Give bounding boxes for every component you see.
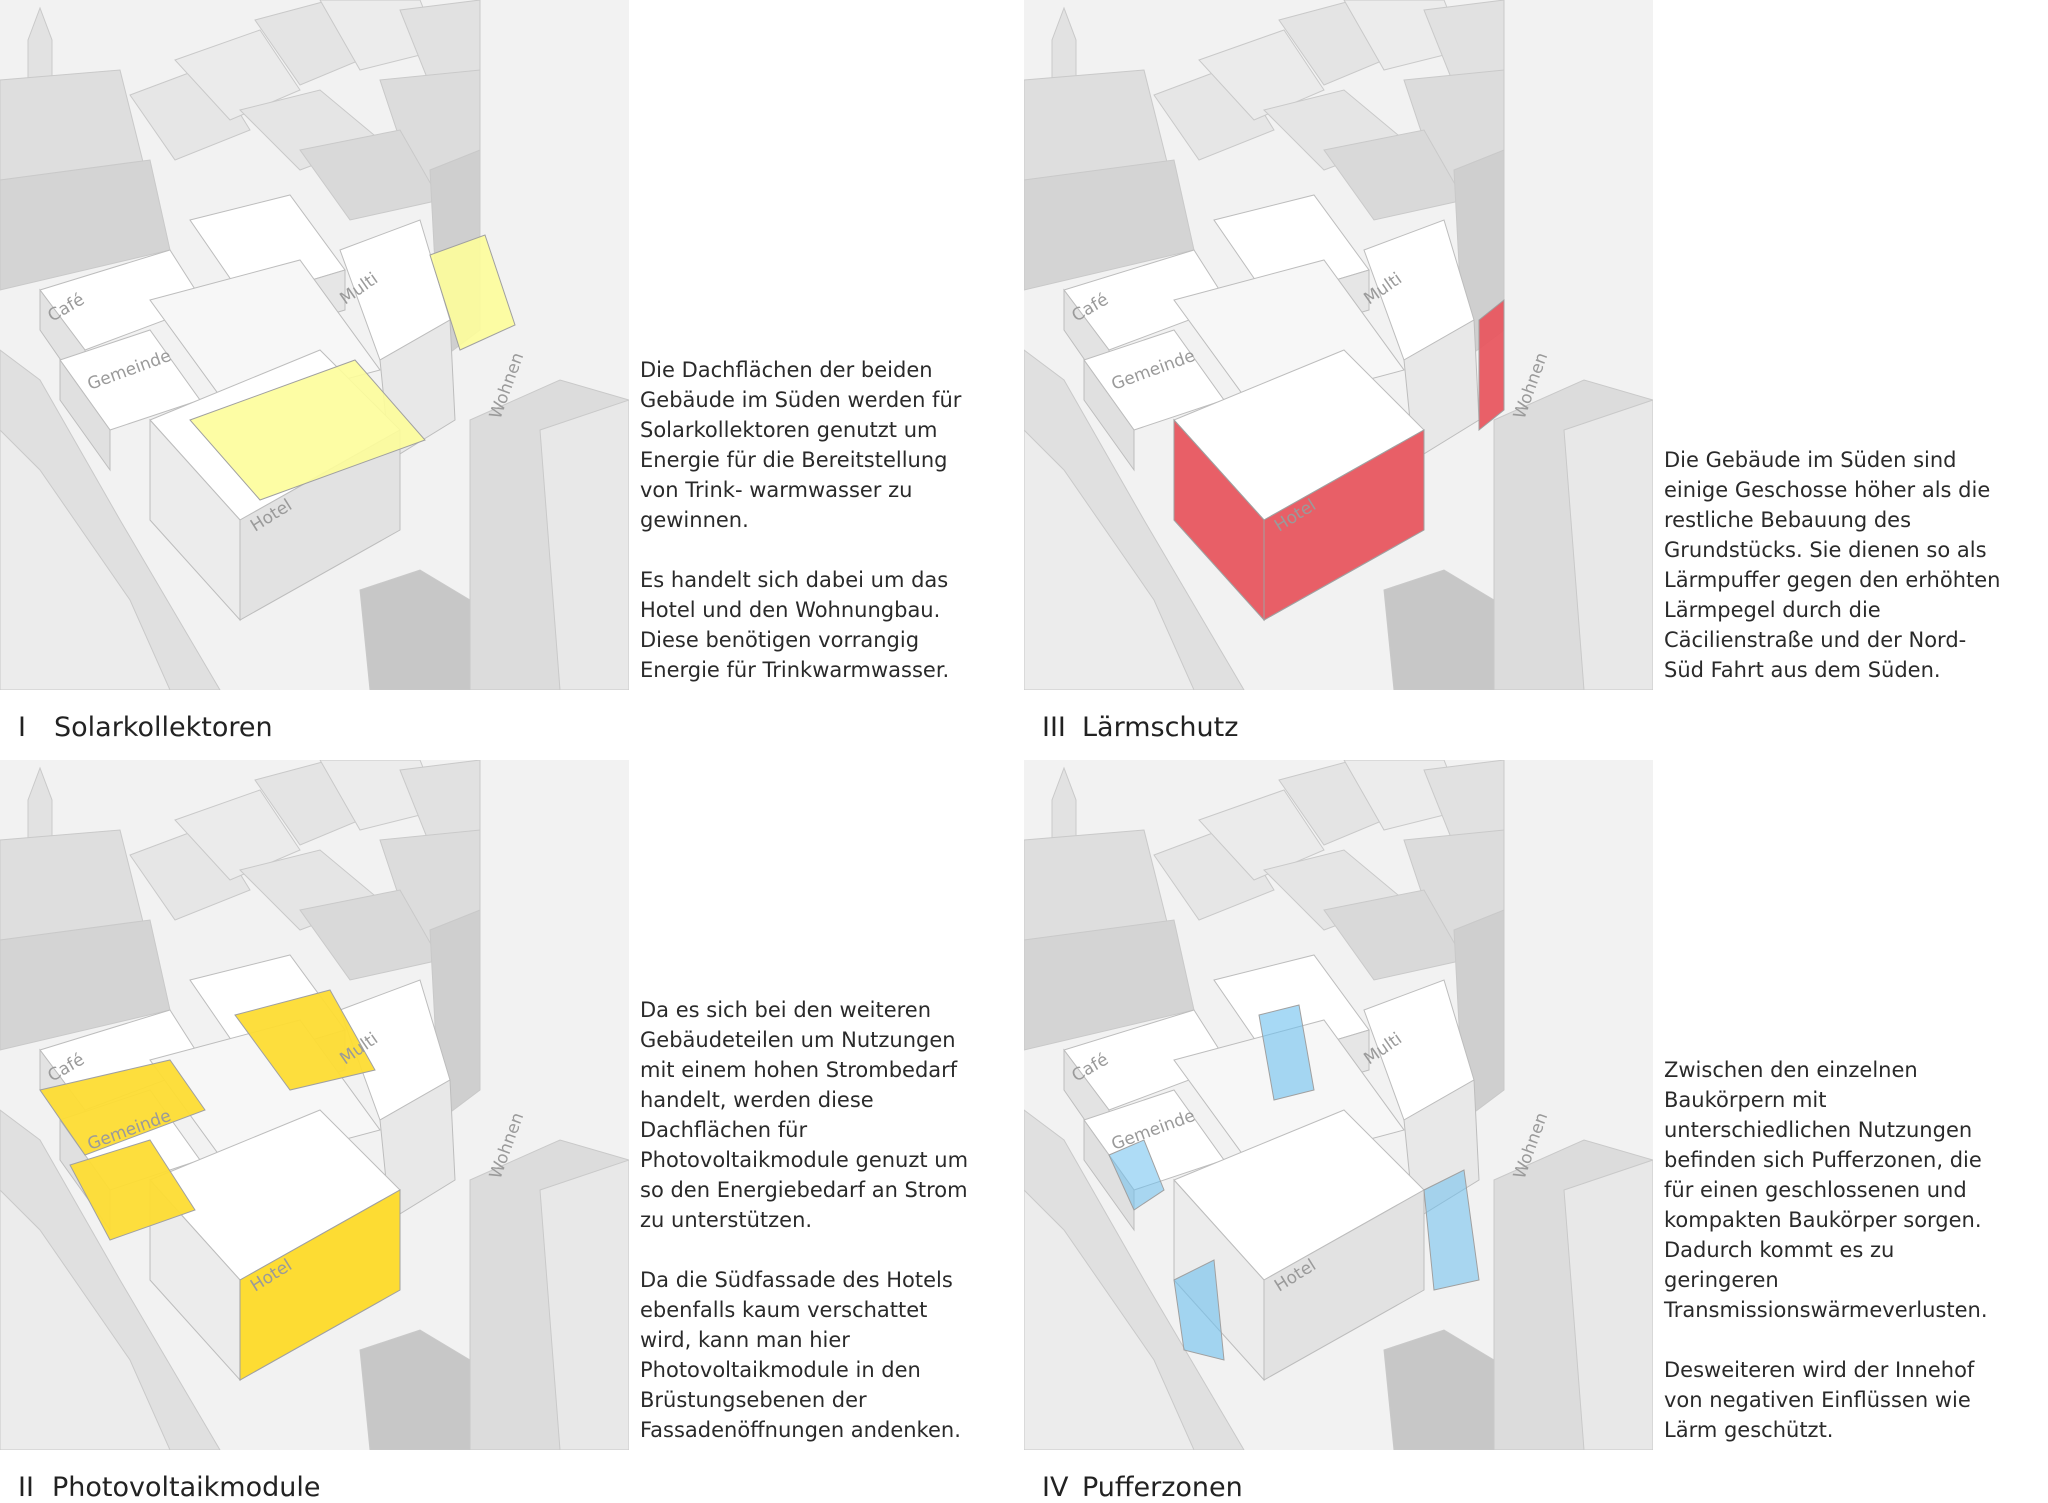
highlight-surface	[1173, 1259, 1225, 1361]
panel-title: Lärmschutz	[1082, 712, 1239, 743]
context-buildings	[0, 760, 629, 1450]
description-paragraph: Zwischen den einzelnen Baukörpern mit un…	[1664, 1058, 1988, 1322]
description-paragraph: Da die Südfassade des Hotels ebenfalls k…	[640, 1268, 961, 1442]
context-building	[539, 1159, 629, 1450]
panel-caption: II Photovoltaikmodule	[18, 1472, 320, 1503]
context-building	[174, 29, 301, 121]
context-building	[1563, 399, 1653, 690]
highlight-surface	[39, 1059, 206, 1156]
panel-description: Da es sich bei den weiteren Gebäudeteile…	[640, 995, 980, 1475]
panel-description: Die Dachflächen der beiden Gebäude im Sü…	[640, 355, 980, 715]
context-building	[1024, 1189, 1195, 1450]
project-building	[59, 358, 111, 472]
context-building	[359, 1329, 471, 1450]
panel-caption: III Lärmschutz	[1042, 712, 1238, 743]
context-building	[1198, 789, 1325, 881]
project-buildings	[1063, 954, 1480, 1382]
description-paragraph: Desweiteren wird der Innehof von negativ…	[1664, 1358, 1975, 1442]
context-building	[1024, 429, 1195, 690]
context-building	[539, 399, 629, 690]
panel-description: Die Gebäude im Süden sind einige Geschos…	[1664, 445, 2004, 715]
context-building	[0, 429, 171, 690]
panel-number: IV	[1042, 1472, 1069, 1503]
panel-number: III	[1042, 712, 1066, 743]
context-building	[359, 569, 471, 690]
panel-title: Photovoltaikmodule	[52, 1472, 321, 1503]
highlight-surface	[239, 1189, 401, 1381]
panel-title: Solarkollektoren	[54, 712, 273, 743]
highlight-surface	[69, 1139, 196, 1241]
highlight-areas	[1173, 298, 1505, 622]
project-building	[1263, 1189, 1425, 1381]
panel-number: I	[18, 712, 26, 743]
context-building	[1383, 569, 1495, 690]
highlight-areas	[39, 989, 401, 1381]
panel-number: II	[18, 1472, 34, 1503]
highlight-surface	[1108, 1139, 1165, 1211]
highlight-surface	[429, 234, 516, 351]
context-building	[0, 1189, 171, 1450]
highlight-surface	[1478, 298, 1505, 432]
panel-caption: IV Pufferzonen	[1042, 1472, 1243, 1503]
highlight-surface	[234, 989, 376, 1091]
highlight-surface	[1258, 1004, 1315, 1101]
context-building	[1198, 29, 1325, 121]
description-paragraph: Die Gebäude im Süden sind einige Geschos…	[1664, 448, 2001, 682]
highlight-surface	[1423, 1169, 1480, 1291]
highlight-areas	[1108, 1004, 1480, 1361]
context-building	[1563, 1159, 1653, 1450]
context-building	[174, 789, 301, 881]
description-paragraph: Die Dachflächen der beiden Gebäude im Sü…	[640, 358, 962, 532]
description-paragraph: Es handelt sich dabei um das Hotel und d…	[640, 568, 950, 682]
description-paragraph: Da es sich bei den weiteren Gebäudeteile…	[640, 998, 969, 1232]
context-buildings	[1024, 0, 1653, 690]
panel-description: Zwischen den einzelnen Baukörpern mit un…	[1664, 1055, 2004, 1475]
highlight-surface	[1263, 429, 1425, 621]
project-building	[1083, 358, 1135, 472]
panel-title: Pufferzonen	[1082, 1472, 1243, 1503]
context-building	[1383, 1329, 1495, 1450]
highlight-areas	[189, 234, 516, 501]
panel-caption: I Solarkollektoren	[18, 712, 273, 743]
highlight-surface	[189, 359, 426, 501]
